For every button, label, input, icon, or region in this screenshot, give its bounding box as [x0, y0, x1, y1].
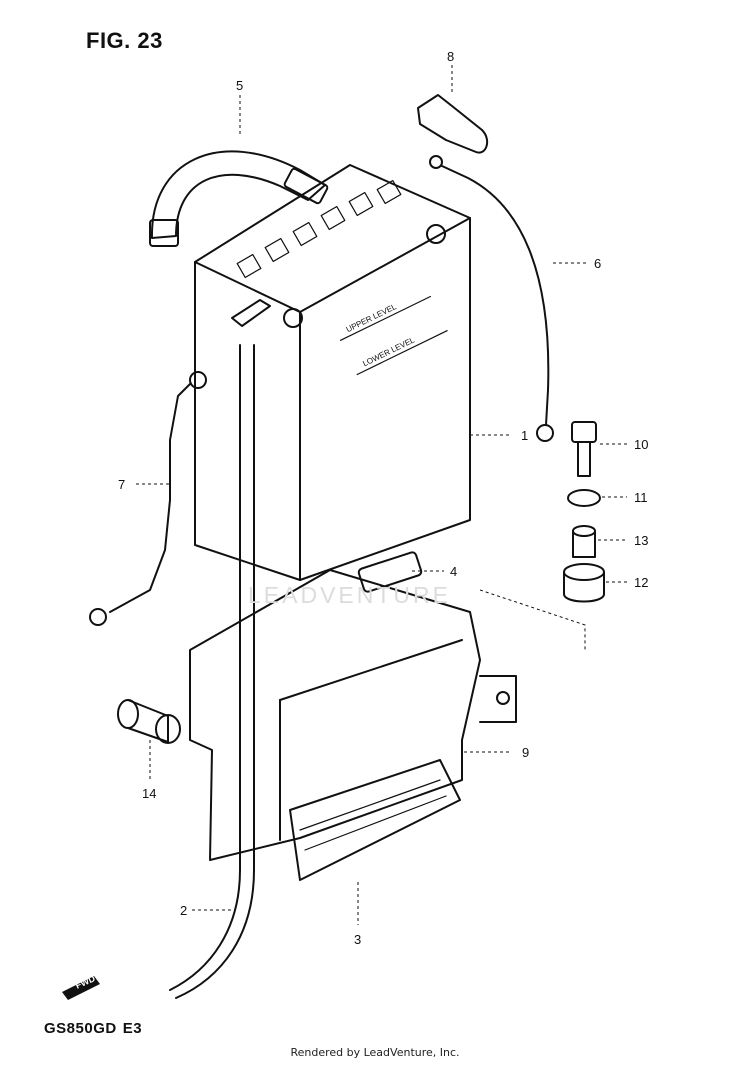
- figure-title: FIG. 23: [86, 28, 163, 53]
- region-code: E3: [122, 1020, 143, 1037]
- assembly-line: [479, 589, 586, 650]
- battery-strap: [149, 150, 329, 247]
- terminal-cover: [417, 94, 489, 154]
- positive-terminal: [426, 224, 446, 244]
- callout-3: 3: [354, 932, 361, 947]
- battery-holder: [189, 569, 517, 861]
- bolt: [571, 421, 597, 477]
- callout-6: 6: [594, 256, 601, 271]
- negative-lead: [89, 371, 207, 626]
- battery: UPPER LEVEL LOWER LEVEL: [194, 164, 471, 581]
- leader-lines: [136, 65, 627, 925]
- cushion: [563, 563, 605, 603]
- callout-9: 9: [522, 745, 529, 760]
- breather-elbow: [231, 299, 271, 327]
- callout-numbers: 1 2 3 4 5 6 7 8 9 10 11 12 13 14: [118, 49, 648, 947]
- lower-level-mark: LOWER LEVEL: [361, 335, 416, 368]
- positive-lead: [429, 155, 554, 442]
- damper: [357, 551, 423, 593]
- callout-13: 13: [634, 533, 648, 548]
- callout-5: 5: [236, 78, 243, 93]
- model-code: GS850GD E3: [44, 1020, 142, 1037]
- battery-tray: [289, 759, 461, 881]
- cell-caps: [236, 179, 402, 279]
- callout-12: 12: [634, 575, 648, 590]
- callout-2: 2: [180, 903, 187, 918]
- model-number: GS850GD: [44, 1020, 117, 1037]
- collar: [572, 525, 596, 558]
- callout-1: 1: [521, 428, 528, 443]
- callout-11: 11: [634, 490, 648, 505]
- fwd-arrow-icon: [62, 976, 100, 1000]
- negative-terminal: [283, 308, 303, 328]
- upper-level-mark: UPPER LEVEL: [345, 302, 399, 334]
- breather-tube: [169, 344, 255, 999]
- callout-10: 10: [634, 437, 648, 452]
- callout-4: 4: [450, 564, 457, 579]
- footer-credit: Rendered by LeadVenture, Inc.: [290, 1046, 460, 1059]
- callout-7: 7: [118, 477, 125, 492]
- washer: [567, 489, 601, 507]
- watermark: LEADVENTURE: [248, 582, 451, 608]
- grommet: [117, 699, 181, 744]
- callout-8: 8: [447, 49, 454, 64]
- callout-14: 14: [142, 786, 156, 801]
